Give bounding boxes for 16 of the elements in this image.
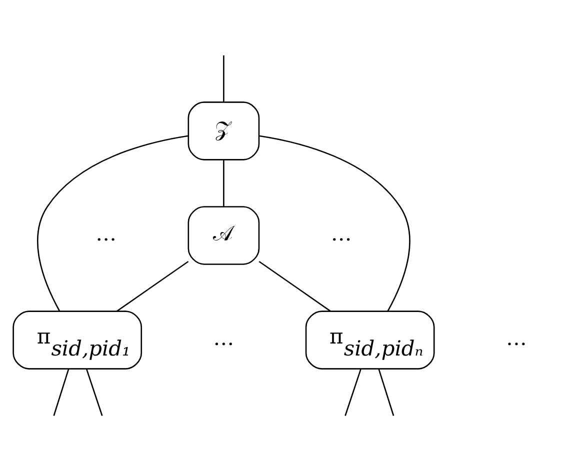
label: … xyxy=(506,326,527,350)
connector xyxy=(258,260,331,312)
connector xyxy=(116,260,189,312)
label: … xyxy=(330,220,352,245)
connector xyxy=(258,134,410,312)
label: … xyxy=(213,326,234,350)
node-box: 𝒜 xyxy=(188,206,260,264)
connector xyxy=(86,368,103,416)
connector xyxy=(53,368,70,416)
connector xyxy=(344,368,362,416)
connector xyxy=(37,134,188,312)
connector xyxy=(223,54,224,102)
connector xyxy=(378,368,394,416)
connector xyxy=(223,160,224,206)
node-box: 𝒵 xyxy=(188,101,260,160)
label: … xyxy=(96,220,117,245)
